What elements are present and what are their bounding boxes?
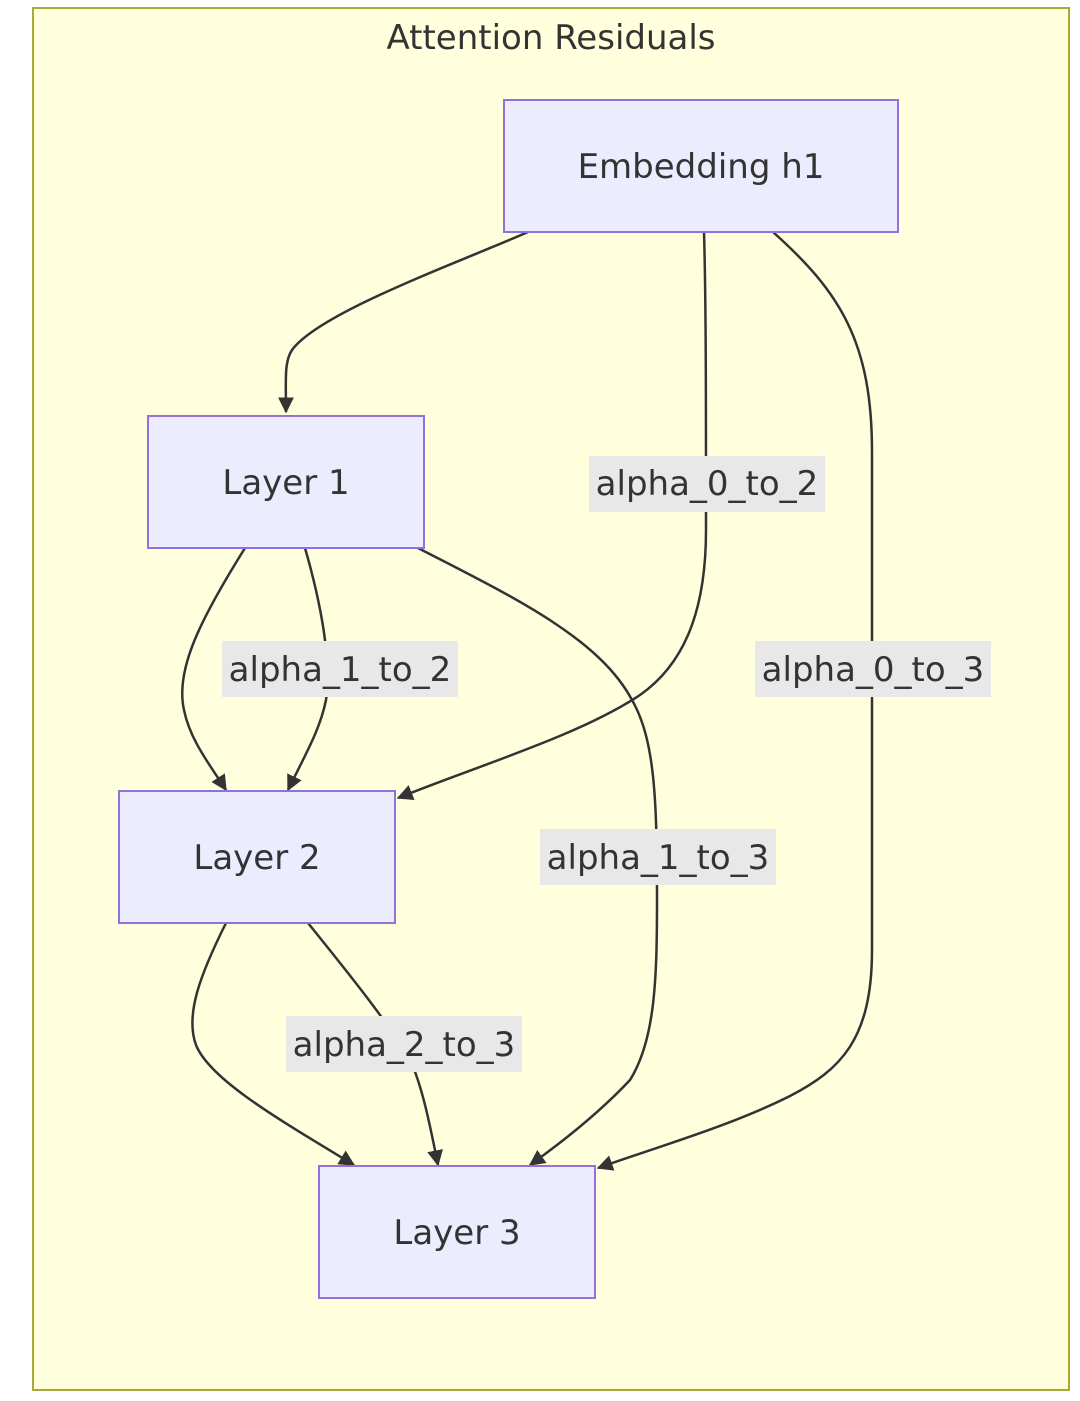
node-layer-1-label: Layer 1 bbox=[222, 463, 349, 503]
edge-label-alpha-1-to-3: alpha_1_to_3 bbox=[540, 829, 776, 885]
edge-label-alpha-2-to-3-text: alpha_2_to_3 bbox=[293, 1025, 516, 1065]
node-layer-2: Layer 2 bbox=[118, 790, 396, 924]
edge-embedding-to-layer3 bbox=[596, 231, 874, 1171]
edge-embedding-to-layer1 bbox=[277, 230, 529, 414]
edge-label-alpha-1-to-2-text: alpha_1_to_2 bbox=[229, 650, 452, 690]
edge-layer2-to-layer3-direct bbox=[191, 922, 356, 1167]
edge-label-alpha-2-to-3: alpha_2_to_3 bbox=[286, 1016, 522, 1072]
node-layer-2-label: Layer 2 bbox=[193, 838, 320, 878]
cluster-title: Attention Residuals bbox=[386, 18, 715, 58]
edge-label-alpha-1-to-3-text: alpha_1_to_3 bbox=[547, 838, 770, 878]
node-embedding-h1-label: Embedding h1 bbox=[578, 147, 825, 187]
edge-label-alpha-0-to-3-text: alpha_0_to_3 bbox=[762, 650, 985, 690]
edge-label-alpha-0-to-3: alpha_0_to_3 bbox=[755, 641, 991, 697]
node-layer-3-label: Layer 3 bbox=[393, 1213, 520, 1253]
edge-embedding-to-layer2 bbox=[396, 231, 708, 800]
cluster-attention-residuals bbox=[32, 7, 1070, 1391]
edge-layer1-to-layer2-direct bbox=[180, 547, 247, 792]
edge-label-alpha-1-to-2: alpha_1_to_2 bbox=[222, 641, 458, 697]
node-embedding-h1: Embedding h1 bbox=[503, 99, 899, 233]
node-layer-1: Layer 1 bbox=[147, 415, 425, 549]
node-layer-3: Layer 3 bbox=[318, 1165, 596, 1299]
edge-label-alpha-0-to-2: alpha_0_to_2 bbox=[589, 456, 825, 512]
edge-label-alpha-0-to-2-text: alpha_0_to_2 bbox=[596, 464, 819, 504]
